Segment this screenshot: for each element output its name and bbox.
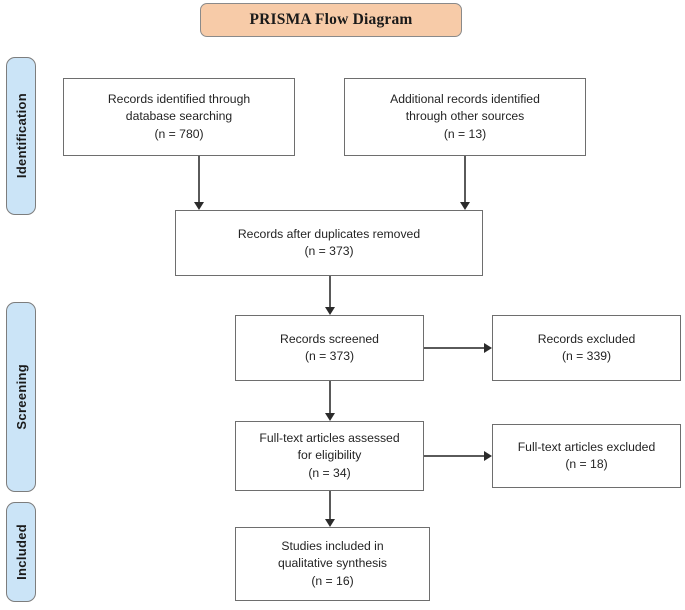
node-text-line: for eligibility — [297, 448, 362, 463]
node-count: (n = 373) — [304, 244, 354, 258]
arrow-right-icon — [484, 451, 492, 461]
node-text-line: Full-text articles excluded — [517, 439, 656, 454]
node-text-line: Studies included in — [281, 539, 384, 553]
arrow-down-icon — [325, 307, 335, 315]
node-records-screened: Records screened (n = 373) — [235, 315, 424, 381]
connector-fulltext-to-fulltext-excluded — [424, 455, 486, 457]
stage-label-screening: Screening — [6, 302, 36, 492]
node-count: (n = 34) — [308, 465, 351, 480]
node-records-identified-database: Records identified through database sear… — [63, 78, 295, 156]
stage-label-included-text: Included — [13, 524, 29, 580]
connector-dedup-to-screened — [329, 276, 331, 309]
node-count: (n = 373) — [304, 349, 355, 363]
connector-screened-to-fulltext — [329, 381, 331, 415]
node-count: (n = 339) — [561, 349, 612, 363]
node-studies-included-qualitative-synthesis: Studies included in qualitative synthesi… — [235, 527, 430, 601]
node-fulltext-articles-excluded: Full-text articles excluded (n = 18) — [492, 424, 681, 488]
node-text-line: qualitative synthesis — [277, 556, 388, 571]
node-count: (n = 16) — [311, 573, 354, 588]
node-count: (n = 13) — [443, 126, 487, 141]
connector-screened-to-records-excluded — [424, 347, 486, 349]
arrow-down-icon — [194, 202, 204, 210]
stage-label-identification-text: Identification — [13, 93, 29, 179]
node-records-excluded: Records excluded (n = 339) — [492, 315, 681, 381]
node-count: (n = 780) — [154, 126, 204, 141]
arrow-down-icon — [325, 413, 335, 421]
node-text-line: Records screened — [280, 331, 379, 346]
stage-label-included: Included — [6, 502, 36, 602]
node-text-line: Records identified through — [107, 92, 251, 106]
node-text-line: database searching — [125, 109, 233, 124]
stage-label-identification: Identification — [6, 57, 36, 215]
connector-fulltext-to-included — [329, 491, 331, 521]
connector-db-search-to-dedup — [198, 156, 200, 204]
node-text-line: through other sources — [405, 109, 525, 124]
diagram-title: PRISMA Flow Diagram — [200, 3, 462, 37]
node-text-line: Additional records identified — [390, 92, 540, 106]
node-text-line: Records excluded — [537, 331, 636, 346]
arrow-down-icon — [460, 202, 470, 210]
connector-other-sources-to-dedup — [464, 156, 466, 204]
arrow-right-icon — [484, 343, 492, 353]
node-additional-records-other-sources: Additional records identified through ot… — [344, 78, 586, 156]
node-records-after-duplicates-removed: Records after duplicates removed (n = 37… — [175, 210, 483, 276]
arrow-down-icon — [325, 519, 335, 527]
stage-label-screening-text: Screening — [13, 364, 29, 430]
node-count: (n = 18) — [565, 457, 608, 471]
node-fulltext-articles-assessed: Full-text articles assessed for eligibil… — [235, 421, 424, 491]
node-text-line: Records after duplicates removed — [237, 226, 421, 241]
node-text-line: Full-text articles assessed — [259, 431, 400, 445]
